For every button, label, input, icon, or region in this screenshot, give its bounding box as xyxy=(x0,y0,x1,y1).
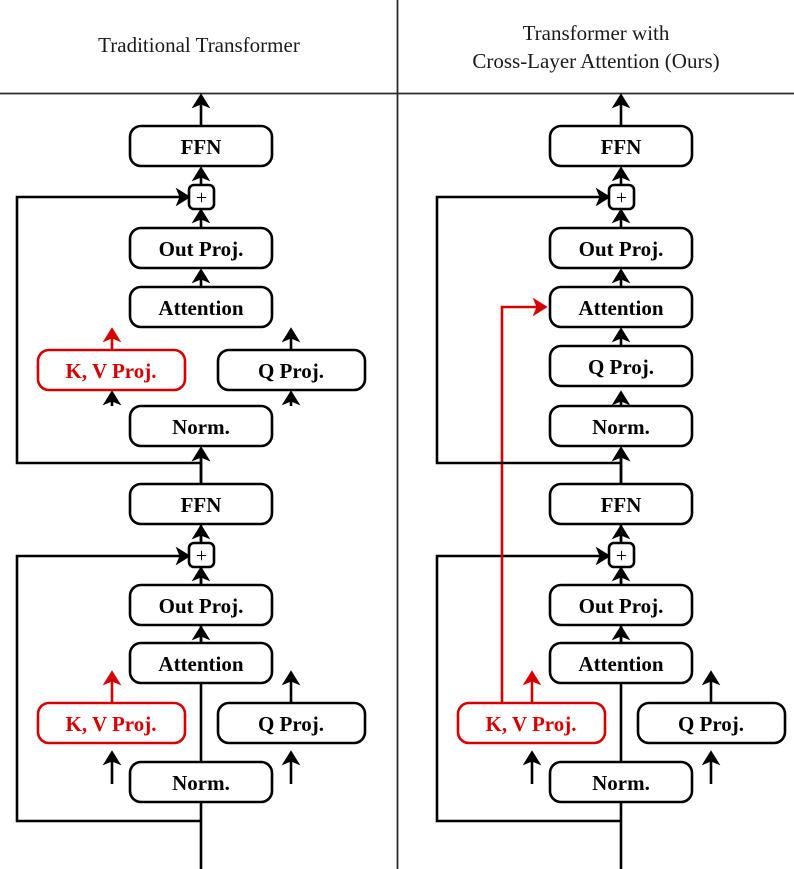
node-norm-upper-right: Norm. xyxy=(548,404,694,448)
node-label: Out Proj. xyxy=(579,594,664,618)
node-norm-lower-right: Norm. xyxy=(548,760,694,804)
node-label: K, V Proj. xyxy=(485,712,576,736)
panel-cross-layer: Norm. K, V Proj. Q Proj. Attention Out P… xyxy=(435,93,787,869)
node-attention-lower-right: Attention xyxy=(548,641,694,685)
node-out-proj-lower-right: Out Proj. xyxy=(548,583,694,627)
node-label: FFN xyxy=(601,135,642,159)
residual-lower-left xyxy=(15,546,201,823)
node-q-proj-lower-left: Q Proj. xyxy=(216,701,367,745)
node-q-proj-lower-right: Q Proj. xyxy=(636,701,787,745)
panel-title-traditional: Traditional Transformer xyxy=(98,33,300,57)
node-label: FFN xyxy=(181,135,222,159)
node-label: Attention xyxy=(578,652,663,676)
node-norm-lower-left: Norm. xyxy=(128,760,274,804)
node-add-upper-right: + xyxy=(607,183,636,211)
plus-symbol: + xyxy=(616,545,627,567)
node-ffn-lower-left: FFN xyxy=(128,482,274,526)
panel-title-crosslayer-line1: Transformer with xyxy=(523,21,670,45)
node-kv-proj-lower-left: K, V Proj. xyxy=(36,701,187,745)
node-label: Out Proj. xyxy=(579,237,664,261)
node-out-proj-lower-left: Out Proj. xyxy=(128,583,274,627)
node-ffn-upper-left: FFN xyxy=(128,124,274,168)
node-attention-upper-left: Attention xyxy=(128,285,274,329)
node-label: Out Proj. xyxy=(159,594,244,618)
node-label: Norm. xyxy=(592,771,650,795)
node-ffn-upper-right: FFN xyxy=(548,124,694,168)
node-label: Attention xyxy=(158,652,243,676)
residual-lower-right xyxy=(435,546,621,823)
node-add-upper-left: + xyxy=(187,183,216,211)
plus-symbol: + xyxy=(616,187,627,209)
node-label: Attention xyxy=(158,296,243,320)
node-label: Out Proj. xyxy=(159,237,244,261)
cross-layer-attention-edge xyxy=(500,297,548,703)
node-label: FFN xyxy=(181,493,222,517)
node-label: Norm. xyxy=(172,415,230,439)
node-kv-proj-lower-right: K, V Proj. xyxy=(456,701,607,745)
node-q-proj-upper-left: Q Proj. xyxy=(216,348,367,392)
residual-upper-left xyxy=(15,187,201,465)
node-out-proj-upper-left: Out Proj. xyxy=(128,226,274,270)
node-label: Q Proj. xyxy=(258,359,324,383)
node-attention-upper-right: Attention xyxy=(548,285,694,329)
node-label: FFN xyxy=(601,493,642,517)
node-q-proj-upper-right: Q Proj. xyxy=(548,344,694,388)
node-label: K, V Proj. xyxy=(65,712,156,736)
plus-symbol: + xyxy=(196,187,207,209)
residual-upper-right xyxy=(435,187,621,465)
node-label: Norm. xyxy=(592,415,650,439)
node-label: Q Proj. xyxy=(588,355,654,379)
node-label: Attention xyxy=(578,296,663,320)
panel-title-crosslayer-line2: Cross-Layer Attention (Ours) xyxy=(472,49,719,73)
node-label: Q Proj. xyxy=(678,712,744,736)
node-norm-upper-left: Norm. xyxy=(128,404,274,448)
node-out-proj-upper-right: Out Proj. xyxy=(548,226,694,270)
plus-symbol: + xyxy=(196,545,207,567)
node-attention-lower-left: Attention xyxy=(128,641,274,685)
panel-traditional: Norm. K, V Proj. Q Proj. Attention Out P… xyxy=(15,93,367,869)
node-ffn-lower-right: FFN xyxy=(548,482,694,526)
node-label: Q Proj. xyxy=(258,712,324,736)
node-add-lower-left: + xyxy=(187,541,216,569)
node-add-lower-right: + xyxy=(607,541,636,569)
node-label: K, V Proj. xyxy=(65,359,156,383)
node-kv-proj-upper-left: K, V Proj. xyxy=(36,348,187,392)
node-label: Norm. xyxy=(172,771,230,795)
